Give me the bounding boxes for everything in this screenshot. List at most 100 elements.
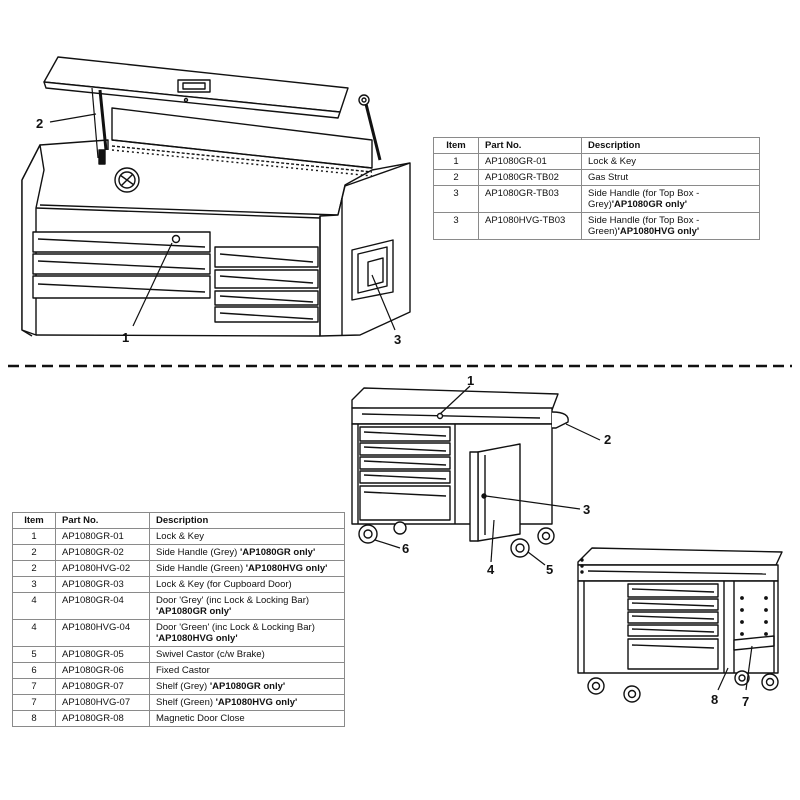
cell-description: Side Handle (for Top Box - Green)'AP1080… — [581, 212, 760, 240]
cabinet-callout-4: 4 — [487, 562, 495, 577]
shelf-view-callout-8: 8 — [711, 692, 718, 707]
roller-cabinet-shelf-drawing — [577, 547, 783, 703]
cell-description: Side Handle (for Top Box - Grey)'AP1080G… — [581, 185, 760, 213]
description-text: Side Handle (Green) — [156, 563, 246, 574]
cell-item-number: 1 — [12, 528, 56, 545]
cell-part-number: AP1080GR-08 — [55, 710, 150, 727]
top-box-drawing — [21, 56, 411, 337]
cell-part-number: AP1080HVG-04 — [55, 619, 150, 647]
cell-description: Door 'Grey' (inc Lock & Locking Bar) 'AP… — [149, 592, 345, 620]
cabinet-callout-6: 6 — [402, 541, 409, 556]
model-note: 'AP1080GR only' — [239, 547, 316, 558]
cell-description: Side Handle (Grey) 'AP1080GR only' — [149, 544, 345, 561]
shelf-view-callout-7: 7 — [742, 694, 749, 709]
cell-item-number: 5 — [12, 646, 56, 663]
cabinet-callout-3: 3 — [583, 502, 590, 517]
column-header-part-no: Part No. — [478, 137, 582, 154]
top-box-callout-1: 1 — [122, 330, 129, 345]
cell-item-number: 1 — [433, 153, 479, 170]
cell-item-number: 4 — [12, 592, 56, 620]
cell-item-number: 2 — [433, 169, 479, 186]
cell-description: Shelf (Grey) 'AP1080GR only' — [149, 678, 345, 695]
description-text: Lock & Key — [588, 156, 637, 167]
cell-item-number: 8 — [12, 710, 56, 727]
cell-description: Door 'Green' (inc Lock & Locking Bar) 'A… — [149, 619, 345, 647]
description-text: Swivel Castor (c/w Brake) — [156, 649, 265, 660]
cell-description: Lock & Key — [581, 153, 760, 170]
cell-item-number: 7 — [12, 694, 56, 711]
cell-item-number: 2 — [12, 544, 56, 561]
cell-part-number: AP1080GR-06 — [55, 662, 150, 679]
description-text: Door 'Green' (inc Lock & Locking Bar) — [156, 622, 315, 633]
cell-part-number: AP1080GR-TB02 — [478, 169, 582, 186]
model-note: 'AP1080GR only' — [611, 199, 688, 210]
column-header-part-no: Part No. — [55, 512, 150, 529]
cell-item-number: 4 — [12, 619, 56, 647]
cabinet-callout-1: 1 — [467, 373, 474, 388]
cell-item-number: 3 — [12, 576, 56, 593]
model-note: 'AP1080HVG only' — [156, 633, 238, 644]
top-box-callout-2: 2 — [36, 116, 43, 131]
cell-item-number: 6 — [12, 662, 56, 679]
cell-item-number: 3 — [433, 185, 479, 213]
description-text: Side Handle (Grey) — [156, 547, 240, 558]
table-header-row: Item Part No. Description — [12, 512, 345, 529]
cell-item-number: 7 — [12, 678, 56, 695]
table-header-row: Item Part No. Description — [433, 137, 760, 154]
cell-part-number: AP1080HVG-07 — [55, 694, 150, 711]
column-header-item: Item — [433, 137, 479, 154]
cell-description: Lock & Key (for Cupboard Door) — [149, 576, 345, 593]
cell-description: Fixed Castor — [149, 662, 345, 679]
description-text: Shelf (Green) — [156, 697, 216, 708]
description-text: Side Handle (for Top Box - Green) — [588, 215, 700, 237]
description-text: Magnetic Door Close — [156, 713, 245, 724]
column-header-description: Description — [581, 137, 760, 154]
top-box-callout-3: 3 — [394, 332, 401, 347]
cell-part-number: AP1080GR-07 — [55, 678, 150, 695]
cabinet-callout-5: 5 — [546, 562, 553, 577]
description-text: Lock & Key (for Cupboard Door) — [156, 579, 292, 590]
cell-description: Side Handle (Green) 'AP1080HVG only' — [149, 560, 345, 577]
cell-description: Shelf (Green) 'AP1080HVG only' — [149, 694, 345, 711]
model-note: 'AP1080HVG only' — [245, 563, 328, 574]
model-note: 'AP1080GR only' — [209, 681, 286, 692]
cell-part-number: AP1080GR-03 — [55, 576, 150, 593]
roller-cabinet-drawing — [351, 385, 601, 566]
cell-description: Swivel Castor (c/w Brake) — [149, 646, 345, 663]
cell-item-number: 3 — [433, 212, 479, 240]
model-note: 'AP1080HVG only' — [617, 226, 700, 237]
description-text: Door 'Grey' (inc Lock & Locking Bar) — [156, 595, 310, 606]
cell-description: Gas Strut — [581, 169, 760, 186]
cell-part-number: AP1080GR-05 — [55, 646, 150, 663]
model-note: 'AP1080HVG only' — [215, 697, 298, 708]
cell-description: Magnetic Door Close — [149, 710, 345, 727]
cell-part-number: AP1080HVG-TB03 — [478, 212, 582, 240]
cell-part-number: AP1080GR-02 — [55, 544, 150, 561]
description-text: Shelf (Grey) — [156, 681, 210, 692]
cell-part-number: AP1080GR-04 — [55, 592, 150, 620]
cell-part-number: AP1080GR-01 — [55, 528, 150, 545]
cell-part-number: AP1080GR-TB03 — [478, 185, 582, 213]
description-text: Side Handle (for Top Box - Grey) — [588, 188, 700, 210]
column-header-item: Item — [12, 512, 56, 529]
